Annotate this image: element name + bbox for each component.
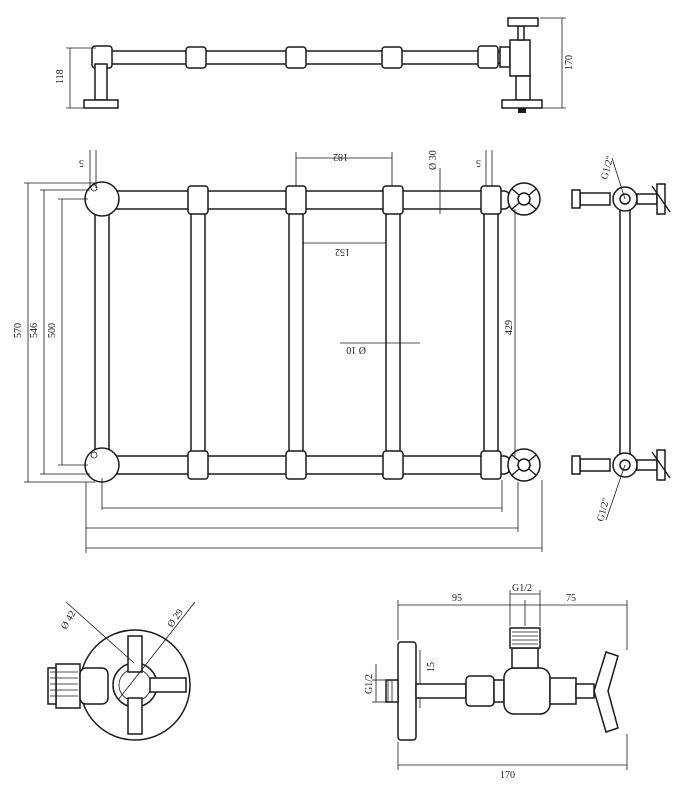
- dim-g12b: G1/2: [364, 674, 375, 694]
- dim-500: 500: [47, 323, 58, 338]
- top-view: 118 170: [55, 17, 575, 113]
- front-view: 570 546 500 5 182 152 Ø 30 5 429: [13, 150, 543, 553]
- label-g12-top: G1/2": [599, 155, 616, 181]
- dim-570: 570: [13, 323, 24, 338]
- dim-429: 429: [504, 320, 515, 335]
- dim-5-right: 5: [476, 157, 481, 168]
- dim-15: 15: [426, 662, 437, 672]
- dim-118: 118: [55, 69, 66, 84]
- dim-170-top: 170: [564, 55, 575, 70]
- dim-170-bottom: 170: [500, 770, 515, 781]
- dim-d42: Ø 42: [59, 609, 78, 632]
- dim-d10: Ø 10: [346, 344, 366, 355]
- valve-side-detail: 95 75 G1/2 15 G1/2 170: [364, 583, 628, 781]
- dim-5-left: 5: [79, 157, 84, 168]
- dim-75: 75: [566, 593, 576, 604]
- dim-d30: Ø 30: [428, 150, 439, 170]
- side-view: G1/2" G1/2": [571, 155, 671, 523]
- dim-95: 95: [452, 593, 462, 604]
- dim-546: 546: [29, 323, 40, 338]
- dim-d29: Ø 29: [165, 607, 185, 629]
- dim-182: 182: [333, 151, 348, 162]
- valve-front-detail: Ø 42 Ø 29: [47, 601, 196, 741]
- dim-152: 152: [335, 246, 350, 257]
- dim-g12: G1/2: [512, 583, 532, 594]
